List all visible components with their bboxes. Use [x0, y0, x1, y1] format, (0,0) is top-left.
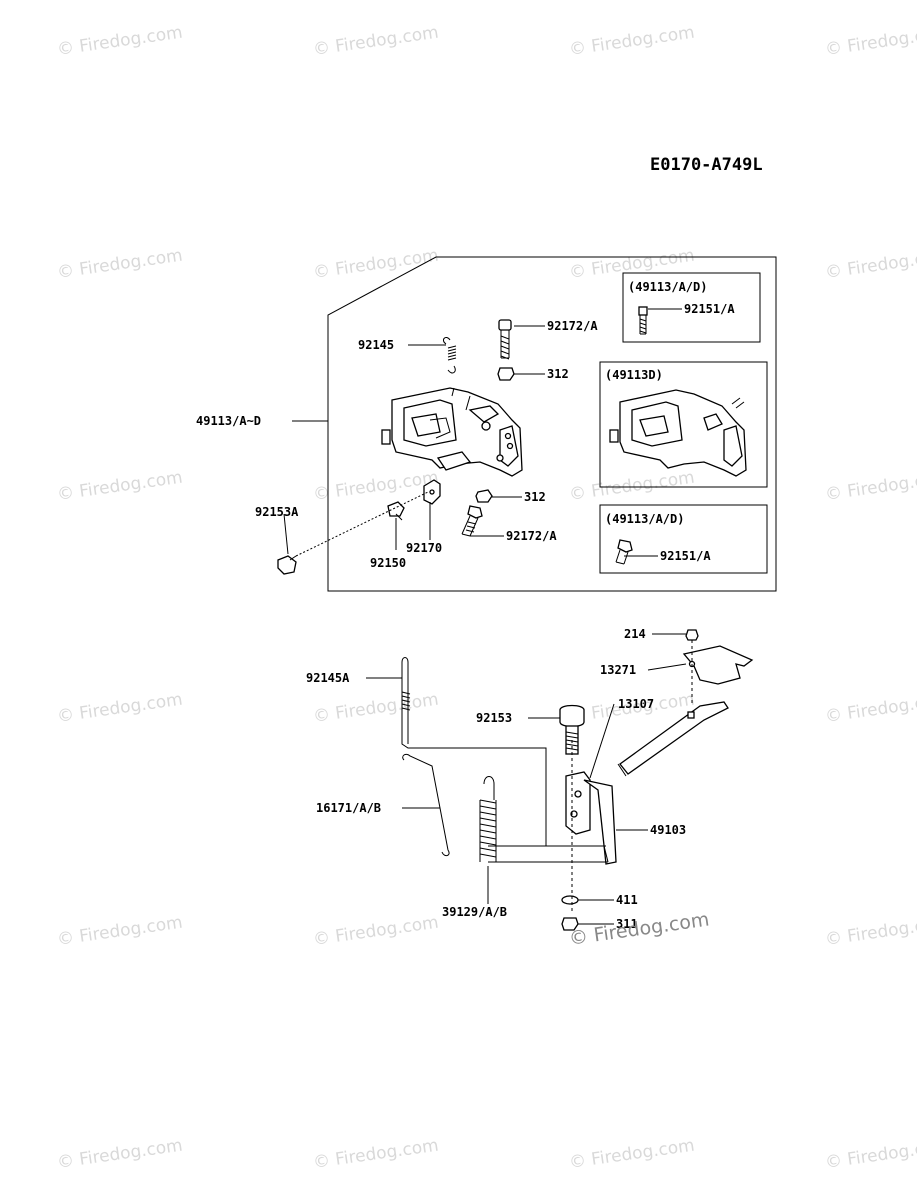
bolt-92153: [559, 704, 585, 755]
inset2-bracket: [609, 389, 747, 477]
watermark: © Firedog.com: [824, 246, 917, 283]
bolt-92172a-top: [498, 319, 512, 360]
watermark: © Firedog.com: [312, 246, 440, 283]
nut-311: [561, 917, 579, 931]
spring-92145: [443, 337, 457, 374]
callout-311: 311: [616, 917, 638, 931]
assembly-frame: [327, 256, 777, 592]
inset2-title: (49113D): [605, 368, 663, 382]
screw-92150: [387, 501, 405, 521]
watermark: © Firedog.com: [56, 913, 184, 950]
watermark: © Firedog.com: [56, 690, 184, 727]
watermark: © Firedog.com: [312, 1136, 440, 1173]
assembly-line: [295, 491, 429, 557]
watermark: © Firedog.com: [56, 468, 184, 505]
callout-49103: 49103: [650, 823, 686, 837]
watermark-foreground: © Firedog.com: [568, 908, 711, 949]
callout-214: 214: [624, 627, 646, 641]
watermark: © Firedog.com: [312, 913, 440, 950]
inset1-screw: [638, 306, 648, 335]
watermark: © Firedog.com: [56, 23, 184, 60]
lever-49103: [488, 771, 617, 865]
diagram-code: E0170-A749L: [650, 155, 763, 175]
plate-13271: [682, 645, 754, 685]
watermark: © Firedog.com: [824, 468, 917, 505]
callout-49113: 49113/A~D: [196, 414, 261, 428]
watermark: © Firedog.com: [568, 246, 696, 283]
callout-92151a-1: 92151/A: [684, 302, 735, 316]
callout-92150: 92150: [370, 556, 406, 570]
watermark: © Firedog.com: [824, 913, 917, 950]
nut-312-top: [497, 367, 515, 381]
control-bracket: [381, 387, 523, 477]
washer-411: [561, 895, 579, 905]
callout-13271: 13271: [600, 663, 636, 677]
callout-39129: 39129/A/B: [442, 905, 507, 919]
watermark: © Firedog.com: [312, 690, 440, 727]
inset1-title: (49113/A/D): [628, 280, 707, 294]
watermark: © Firedog.com: [312, 468, 440, 505]
inset3-title: (49113/A/D): [605, 512, 684, 526]
callout-92145: 92145: [358, 338, 394, 352]
callout-92151a-2: 92151/A: [660, 549, 711, 563]
callout-92153: 92153: [476, 711, 512, 725]
callout-312-top: 312: [547, 367, 569, 381]
watermark-layer: © Firedog.com © Firedog.com © Firedog.co…: [56, 23, 917, 1173]
inset3-screw: [615, 539, 633, 565]
watermark: © Firedog.com: [824, 1136, 917, 1173]
callout-92145a: 92145A: [306, 671, 350, 685]
callout-92172a-top: 92172/A: [547, 319, 598, 333]
watermark: © Firedog.com: [568, 1136, 696, 1173]
bolt-92172a-bottom: [461, 505, 483, 537]
leader-lines-upper: [283, 308, 682, 557]
watermark: © Firedog.com: [312, 23, 440, 60]
spring-39129: [479, 776, 497, 862]
callout-92170: 92170: [406, 541, 442, 555]
watermark: © Firedog.com: [568, 468, 696, 505]
shaft-13107: [617, 701, 729, 777]
nut-214: [685, 629, 699, 641]
leader-lines-lower: [366, 633, 687, 925]
watermark: © Firedog.com: [568, 23, 696, 60]
watermark: © Firedog.com: [56, 1136, 184, 1173]
callout-13107: 13107: [618, 697, 654, 711]
callout-92172a-bottom: 92172/A: [506, 529, 557, 543]
watermark: © Firedog.com: [56, 246, 184, 283]
callout-92153a: 92153A: [255, 505, 299, 519]
inset-box-2: [599, 361, 768, 488]
bolt-92153a: [277, 555, 297, 575]
part-92170: [423, 479, 441, 505]
inset-box-1: [622, 272, 761, 343]
callout-16171: 16171/A/B: [316, 801, 381, 815]
rod-16171: [402, 753, 450, 857]
inset-box-3: [599, 504, 768, 574]
callout-312-mid: 312: [524, 490, 546, 504]
watermark: © Firedog.com: [824, 23, 917, 60]
nut-312-mid: [475, 489, 493, 503]
watermark: © Firedog.com: [824, 690, 917, 727]
callout-411: 411: [616, 893, 638, 907]
